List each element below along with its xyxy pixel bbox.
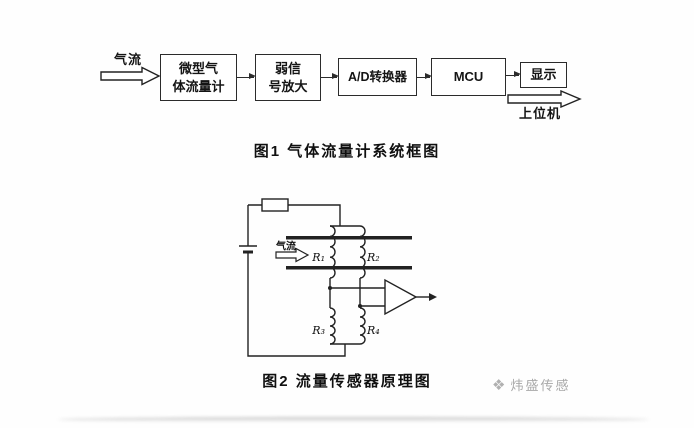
watermark: ❖ 炜盛传感 — [492, 375, 570, 394]
fig1-flow-in-label: 气流 — [114, 52, 143, 67]
label-r2: R₂ — [366, 251, 380, 264]
resistor-labels: R₁ R₂ R₃ R₄ — [311, 251, 379, 337]
fig1-box-flowmeter-line1: 微型气 — [178, 60, 218, 76]
fig1-box-display: 显示 — [520, 62, 567, 88]
fig1-box-amplifier-line2: 号放大 — [268, 78, 308, 94]
fig1-host-label: 上位机 — [519, 106, 562, 121]
fig1-box-flowmeter: 微型气 体流量计 — [160, 54, 237, 101]
fig2-flow-label: 气流 — [275, 240, 296, 253]
schematic-wires — [239, 198, 437, 357]
resistor-icon — [261, 198, 289, 212]
fig1-box-adc-label: A/D转换器 — [347, 69, 408, 84]
fig1-box-amplifier: 弱信 号放大 — [255, 54, 321, 101]
fig1-box-amplifier-line1: 弱信 — [274, 60, 301, 76]
label-r1: R₁ — [311, 251, 325, 264]
fig1-box-mcu: MCU — [431, 58, 506, 96]
watermark-logo-icon: ❖ — [492, 376, 506, 394]
fig2-caption: 图2 流量传感器原理图 — [262, 373, 432, 390]
coil-r4-icon — [359, 307, 366, 345]
fig1-input-arrow-icon — [100, 66, 161, 86]
label-r4: R₄ — [366, 324, 380, 337]
coil-r1-icon — [329, 225, 336, 279]
fig2-flow-arrow-icon — [275, 247, 310, 263]
opamp-icon — [328, 278, 437, 316]
fig1-arrow-3 — [417, 73, 432, 80]
label-r3: R₃ — [311, 324, 325, 337]
fig1-output-arrow-icon — [507, 90, 582, 108]
fig1-box-flowmeter-line2: 体流量计 — [172, 78, 225, 94]
fig1-arrow-2 — [321, 73, 339, 80]
scan-shadow — [58, 417, 649, 422]
fig2-sensor-schematic: 气流 R₁ R₂ R₃ R₄ — [239, 198, 437, 357]
fig1-caption: 图1 气体流量计系统框图 — [253, 143, 441, 160]
fig1-box-adc: A/D转换器 — [338, 58, 417, 96]
fig1-box-mcu-label: MCU — [453, 69, 484, 85]
coil-r2-icon — [359, 225, 366, 279]
coil-r3-icon — [329, 307, 336, 345]
fig1-arrow-4 — [506, 71, 521, 78]
fig1-arrow-1 — [237, 73, 256, 80]
flow-tube-walls — [286, 236, 412, 270]
wire-bottom — [247, 252, 346, 357]
battery-icon — [239, 245, 257, 254]
fig1-box-display-label: 显示 — [530, 67, 557, 83]
watermark-text: 炜盛传感 — [510, 378, 571, 393]
